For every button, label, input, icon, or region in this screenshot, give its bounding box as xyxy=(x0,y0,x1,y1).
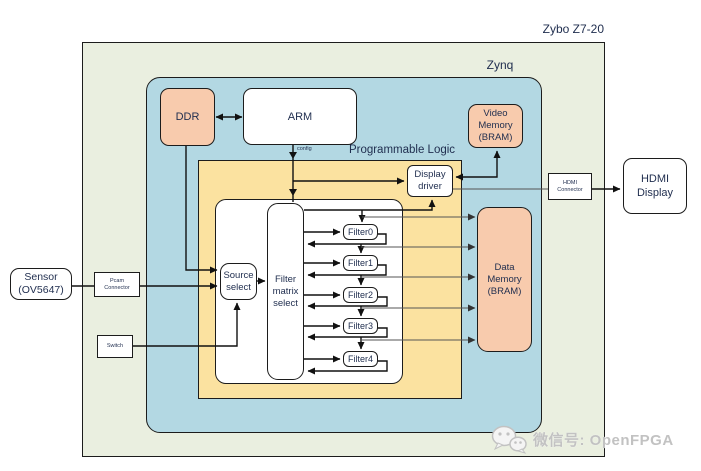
filter3-block: Filter3 xyxy=(343,318,378,334)
watermark-text: 微信号: OpenFPGA xyxy=(533,431,674,449)
data-memory-block: Data Memory (BRAM) xyxy=(477,207,532,352)
display-driver-block: Display driver xyxy=(407,165,453,197)
pcam-connector-block: Pcam Connector xyxy=(94,272,140,297)
sensor-block: Sensor (OV5647) xyxy=(10,268,72,300)
ddr-label: DDR xyxy=(175,111,200,123)
arm-label: ARM xyxy=(287,110,313,123)
video-memory-block: Video Memory (BRAM) xyxy=(468,104,523,148)
hdmi-connector-block: HDMI Connector xyxy=(548,173,592,200)
board-label: Zybo Z7-20 xyxy=(542,22,604,36)
watermark: 微信号: OpenFPGA xyxy=(490,424,674,454)
filter2-block: Filter2 xyxy=(343,287,378,303)
filter0-block: Filter0 xyxy=(343,224,378,240)
filter1-block: Filter1 xyxy=(343,255,378,271)
programmable-logic-label: Programmable Logic xyxy=(348,144,456,156)
ddr-block: DDR xyxy=(160,88,215,146)
zynq-label: Zynq xyxy=(486,58,514,72)
filter-matrix-select-block: Filter matrix select xyxy=(267,203,304,380)
source-select-block: Source select xyxy=(220,263,257,300)
filter4-block: Filter4 xyxy=(343,351,378,367)
hdmi-display-block: HDMI Display xyxy=(623,158,687,214)
switch-block: Switch xyxy=(97,335,133,358)
config-label: config xyxy=(297,146,312,152)
wechat-icon xyxy=(491,425,527,454)
arm-block: ARM xyxy=(243,88,357,145)
